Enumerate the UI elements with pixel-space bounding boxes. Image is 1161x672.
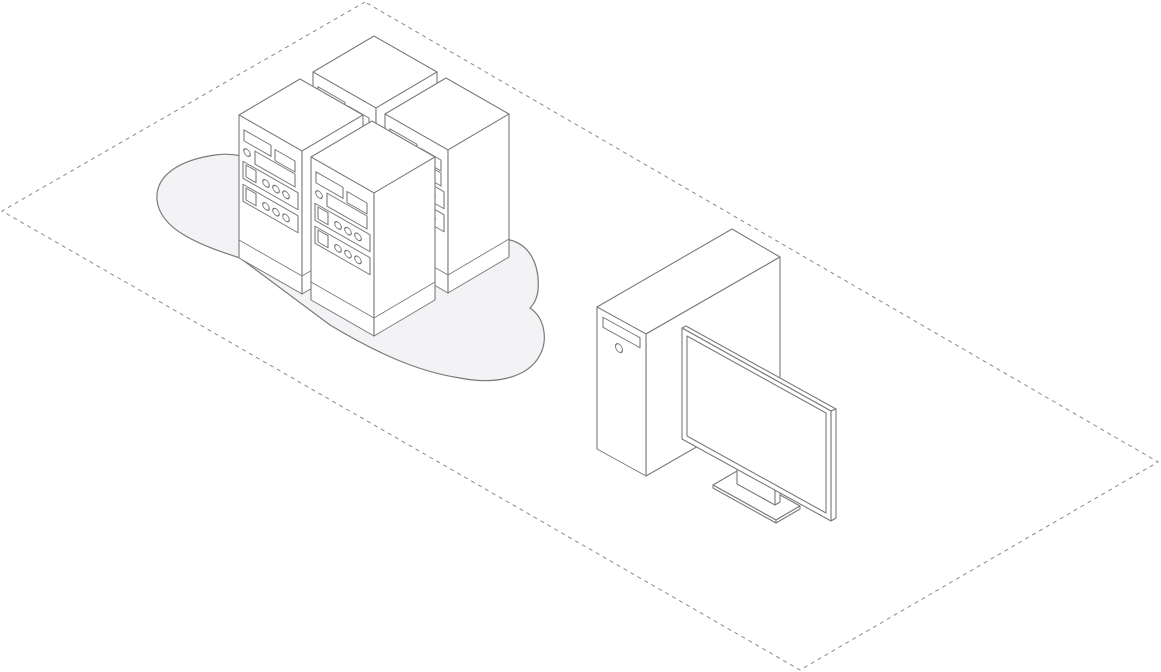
knob-icon — [354, 232, 362, 242]
rack-plinth-line — [448, 238, 509, 276]
status-screen — [245, 187, 257, 207]
server-rack-front — [310, 120, 436, 337]
knob-icon — [262, 201, 270, 211]
drive-bay — [243, 129, 272, 157]
tower-front-panel — [596, 306, 647, 477]
power-button-icon — [315, 190, 323, 200]
monitor-screen — [686, 335, 827, 514]
control-unit — [314, 202, 371, 253]
rack-side-panel — [373, 156, 436, 337]
drive-bay — [315, 171, 344, 199]
knob-icon — [282, 213, 290, 223]
rack-front-panel — [238, 114, 303, 295]
status-screen — [317, 229, 329, 249]
knob-icon — [334, 220, 342, 230]
knob-icon — [282, 190, 290, 200]
power-button-icon — [614, 343, 624, 354]
knob-icon — [262, 178, 270, 188]
monitor-side-edge — [830, 408, 837, 522]
drive-bay — [274, 148, 296, 173]
tower-front-face — [596, 306, 647, 477]
rack-side-panel — [447, 113, 510, 294]
control-unit — [314, 225, 371, 276]
knob-icon — [354, 255, 362, 265]
knob-icon — [272, 184, 280, 194]
knob-icon — [344, 249, 352, 259]
rack-plinth-line — [239, 239, 302, 277]
power-button-icon — [243, 148, 251, 158]
display-slot — [326, 192, 368, 230]
monitor-icon — [681, 325, 837, 524]
monitor-base-edge — [775, 505, 801, 524]
knob-icon — [334, 243, 342, 253]
status-screen — [245, 164, 257, 184]
rack-plinth-line — [311, 281, 374, 319]
control-unit — [242, 183, 299, 234]
control-unit — [242, 160, 299, 211]
knob-icon — [344, 226, 352, 236]
display-slot — [254, 150, 296, 188]
rack-front-panel — [310, 156, 375, 337]
drive-bay — [346, 190, 368, 215]
drive-bay — [602, 316, 641, 349]
status-screen — [317, 206, 329, 226]
rack-plinth-line — [374, 281, 435, 319]
knob-icon — [272, 207, 280, 217]
